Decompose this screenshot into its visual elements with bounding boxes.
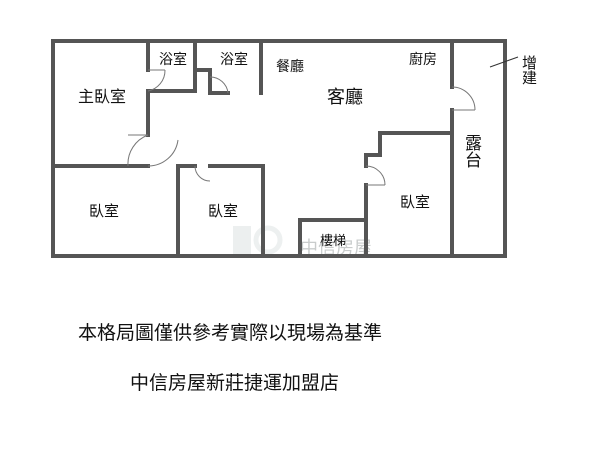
doors: [127, 69, 476, 186]
disclaimer-text: 本格局圖僅供參考實際以現場為基準: [78, 322, 383, 344]
room-living: 客廳: [327, 87, 363, 108]
room-dining: 餐廳: [276, 58, 304, 75]
extension-pointer: [489, 56, 519, 68]
room-kitchen: 廚房: [409, 51, 437, 68]
agency-text: 中信房屋新莊捷運加盟店: [130, 372, 340, 394]
watermark-logo: [233, 225, 283, 255]
room-balcony: 露台: [461, 134, 482, 168]
walls: [51, 39, 507, 258]
room-bedroom-1: 臥室: [89, 202, 119, 220]
room-bath-1: 浴室: [159, 51, 187, 68]
room-bedroom-3: 臥室: [400, 193, 430, 211]
room-bath-2: 浴室: [220, 51, 248, 68]
room-extension: 增建: [520, 55, 538, 85]
room-master-bedroom: 主臥室: [78, 87, 126, 106]
room-bedroom-2: 臥室: [208, 202, 238, 220]
room-stairs: 樓梯: [320, 234, 346, 249]
watermark-text: 中信房屋: [300, 238, 372, 259]
